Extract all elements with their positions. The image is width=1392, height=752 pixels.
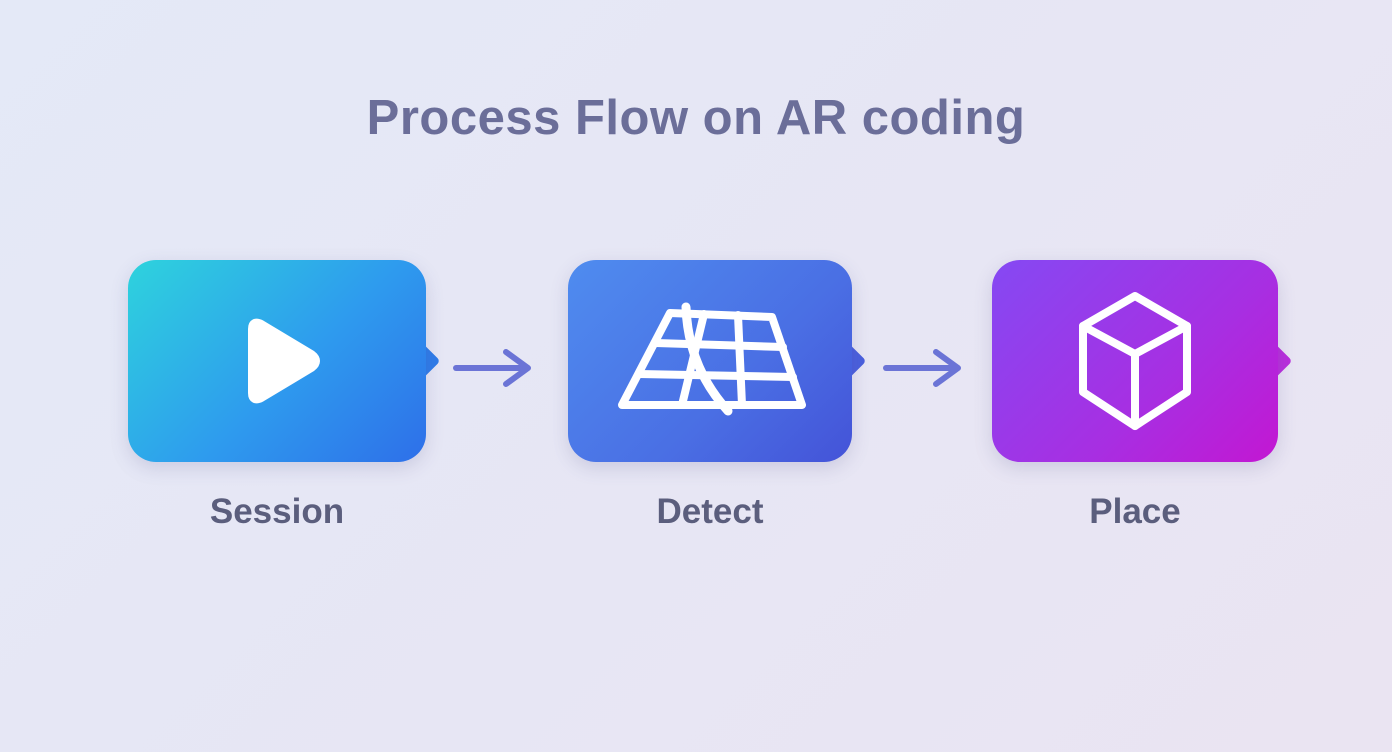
step-label-detect: Detect (656, 492, 764, 531)
page-title: Process Flow on AR coding (366, 91, 1026, 145)
step-label-session: Session (209, 492, 345, 531)
step-card-place (992, 260, 1278, 462)
step-label-place: Place (1089, 492, 1181, 531)
plane-grid-icon (612, 295, 808, 427)
cube-icon (1069, 288, 1201, 434)
arrow-right-icon (450, 346, 540, 390)
step-card-detect (568, 260, 852, 462)
play-icon (227, 311, 327, 411)
arrow-right-icon (880, 346, 970, 390)
step-card-session (128, 260, 426, 462)
